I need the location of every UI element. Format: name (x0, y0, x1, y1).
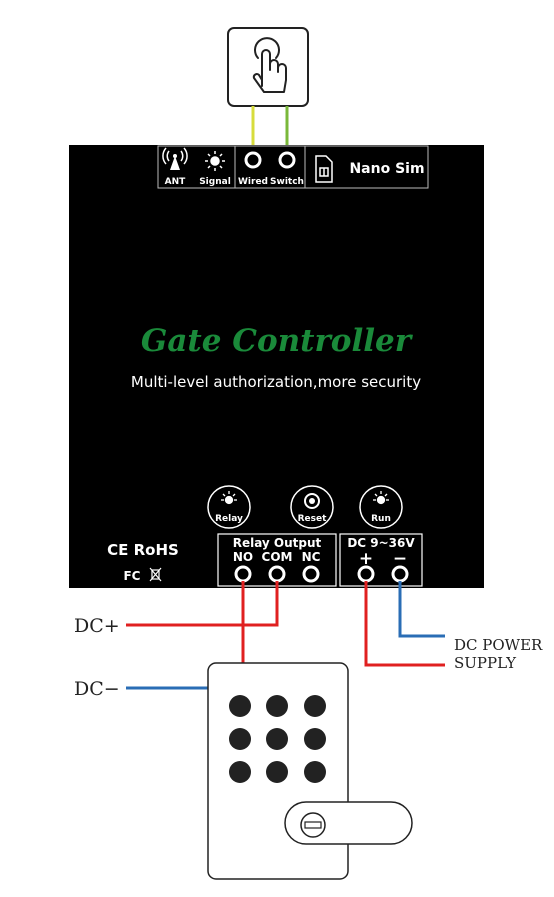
sim-card-icon (315, 155, 333, 183)
dc-minus-text: DC− (74, 678, 120, 700)
touch-switch (227, 27, 309, 107)
com-to-dc-plus-wire (126, 581, 279, 627)
device-title: Gate Controller (141, 323, 414, 359)
relay-output-block: Relay Output NO COM NC (217, 533, 337, 587)
dc-power-text: DC POWER (454, 636, 543, 654)
hand-touch-icon (252, 37, 287, 93)
reset-label: Reset (298, 514, 327, 524)
keypad-lock (207, 662, 413, 880)
psu-minus-wire (398, 581, 445, 638)
dc-plus-text: DC+ (74, 615, 120, 637)
psu-plus-wire (364, 581, 445, 667)
fc-mark: FC (123, 569, 140, 583)
ant-label: ANT (165, 177, 186, 187)
wired-terminal (244, 151, 262, 169)
relay-led-icon (221, 491, 237, 505)
dc-plus-terminal (357, 565, 375, 583)
dc-minus-label: − (393, 549, 407, 569)
relay-led-label: Relay (215, 514, 243, 524)
wired-label: Wired (238, 177, 268, 187)
device-body (69, 145, 484, 588)
keypad-lock-icon (229, 695, 326, 783)
switch-label: Switch (270, 177, 304, 187)
sun-signal-icon (205, 151, 225, 171)
top-panel: ANT Signal Wired Switch Nano Sim (157, 145, 429, 189)
com-terminal (268, 565, 286, 583)
reset-button-icon (304, 493, 320, 509)
dc-plus-label: + (359, 549, 373, 569)
com-label: COM (262, 550, 293, 564)
reset-button[interactable]: Reset (290, 485, 334, 529)
ce-rohs-mark: CE RoHS (107, 541, 179, 559)
dc-minus-terminal (391, 565, 409, 583)
dc-voltage-title: DC 9~36V (347, 536, 415, 550)
signal-label: Signal (199, 177, 231, 187)
nc-terminal (302, 565, 320, 583)
nano-sim-label: Nano Sim (349, 161, 424, 177)
switch-terminal (278, 151, 296, 169)
relay-output-title: Relay Output (233, 536, 322, 550)
run-led-icon (373, 491, 389, 505)
antenna-icon (162, 147, 188, 170)
supply-text: SUPPLY (454, 654, 517, 672)
dc-input-block: DC 9~36V + − (339, 533, 423, 587)
run-led: Run (359, 485, 403, 529)
no-terminal (234, 565, 252, 583)
run-led-label: Run (371, 514, 391, 524)
nc-label: NC (302, 550, 321, 564)
weee-bin-icon (149, 567, 162, 582)
no-label: NO (233, 550, 253, 564)
relay-led: Relay (207, 485, 251, 529)
device-subtitle: Multi-level authorization,more security (131, 373, 421, 391)
